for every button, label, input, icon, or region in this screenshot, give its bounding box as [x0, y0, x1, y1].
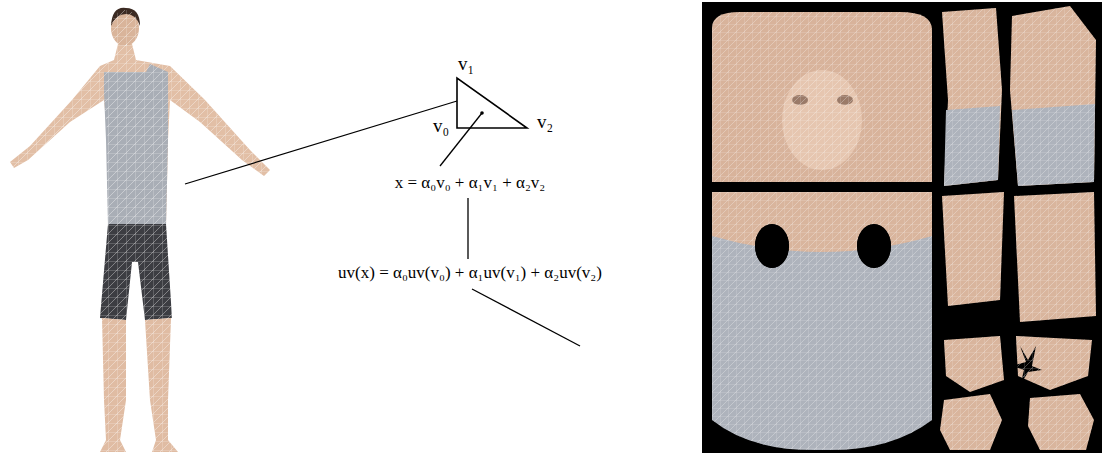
texture-atlas [755, 224, 789, 268]
vertex-label: v₁ [458, 53, 474, 75]
body-model [111, 10, 139, 46]
triangle [457, 78, 527, 128]
texture-atlas [1014, 192, 1096, 322]
texture-atlas [712, 192, 932, 450]
texture-atlas [940, 336, 1094, 450]
texture-atlas [1010, 6, 1096, 186]
texture-atlas [857, 224, 891, 268]
texture-atlas [755, 224, 789, 268]
texture-atlas [942, 8, 1002, 186]
texture-atlas [942, 192, 1004, 306]
texture-atlas [702, 2, 1102, 453]
leader-line [467, 198, 468, 259]
leader-line [185, 101, 457, 184]
texture-atlas [1010, 6, 1096, 186]
formula: x = α₀v₀ + α₁v₁ + α₂v₂ [395, 173, 546, 193]
texture-atlas [857, 224, 891, 268]
texture-atlas [712, 12, 932, 182]
formula: uv(x) = α₀uv(v₀) + α₁uv(v₁) + α₂uv(v₂) [338, 263, 602, 283]
triangle [457, 78, 527, 128]
leader-line [472, 289, 580, 346]
texture-atlas [942, 192, 1004, 306]
body-model [10, 44, 270, 452]
body-model [10, 8, 270, 452]
texture-atlas [942, 8, 1002, 186]
texture-atlas [712, 192, 932, 450]
texture-atlas [712, 12, 932, 182]
vertex-label: v₂ [537, 111, 553, 133]
texture-atlas [1014, 192, 1096, 322]
leader-line [185, 101, 580, 346]
texture-atlas [702, 2, 1102, 453]
body-model [111, 10, 139, 46]
vertex-label: v₀ [433, 115, 449, 137]
